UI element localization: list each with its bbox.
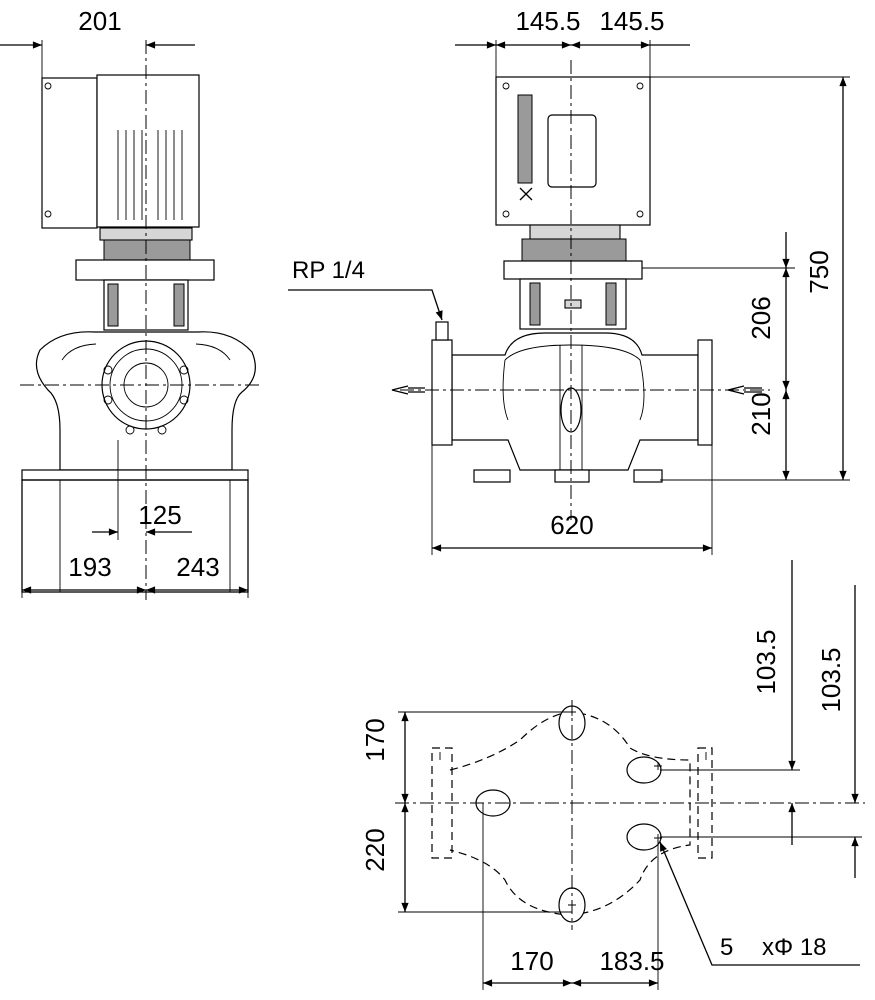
- inlet-port-flange: [431, 339, 453, 446]
- dim-front-half-left: 145.5: [515, 6, 580, 36]
- dim-plan-bottom-left: 170: [510, 946, 553, 976]
- display-panel: [547, 114, 597, 188]
- plan-view: 170 220 103.5 103.5 170 183.5 5 xΦ 18: [360, 560, 865, 990]
- dim-front-port-to-port: 620: [550, 510, 593, 540]
- outlet-port-flange: [697, 339, 713, 446]
- flow-arrow-out-icon: [727, 385, 762, 395]
- dim-front-overall-height: 750: [804, 250, 834, 293]
- front-motor-flange: [503, 260, 643, 280]
- label-holes-diameter: xΦ 18: [762, 934, 827, 961]
- label-pressure-port: RP 1/4: [292, 257, 365, 284]
- dim-side-inlet-offset: 125: [138, 500, 181, 530]
- cooling-fins: [117, 130, 183, 220]
- mounting-hole: [626, 756, 662, 784]
- dim-front-axis-height: 210: [746, 392, 776, 435]
- dim-front-shaft-to-flange: 206: [746, 296, 776, 339]
- side-view: 201 125 193 243: [0, 6, 262, 600]
- mounting-hole: [626, 823, 662, 851]
- dim-plan-top-offset: 170: [360, 718, 390, 761]
- label-holes-count: 5: [720, 934, 733, 961]
- dim-side-motor-width: 201: [78, 6, 121, 36]
- pressure-port: [435, 321, 449, 341]
- dim-side-base-right: 243: [176, 552, 219, 582]
- front-view: RP 1/4 145.5 145.5 750 206 210 620: [288, 6, 850, 555]
- terminal-box: [41, 77, 98, 229]
- brand-logo-icon: [519, 187, 533, 201]
- dim-plan-right-offset-a: 103.5: [751, 629, 781, 694]
- motor-body: [96, 74, 200, 228]
- brand-nameplate: [517, 94, 533, 184]
- dim-plan-bottom-offset: 220: [360, 828, 390, 871]
- flow-arrow-in-icon: [391, 385, 425, 395]
- dim-front-half-right: 145.5: [599, 6, 664, 36]
- dim-plan-bottom-right: 183.5: [599, 946, 664, 976]
- dim-side-base-left: 193: [68, 552, 111, 582]
- base-outline: [449, 711, 691, 916]
- motor-flange: [75, 259, 215, 281]
- dim-plan-right-offset-b: 103.5: [816, 647, 846, 712]
